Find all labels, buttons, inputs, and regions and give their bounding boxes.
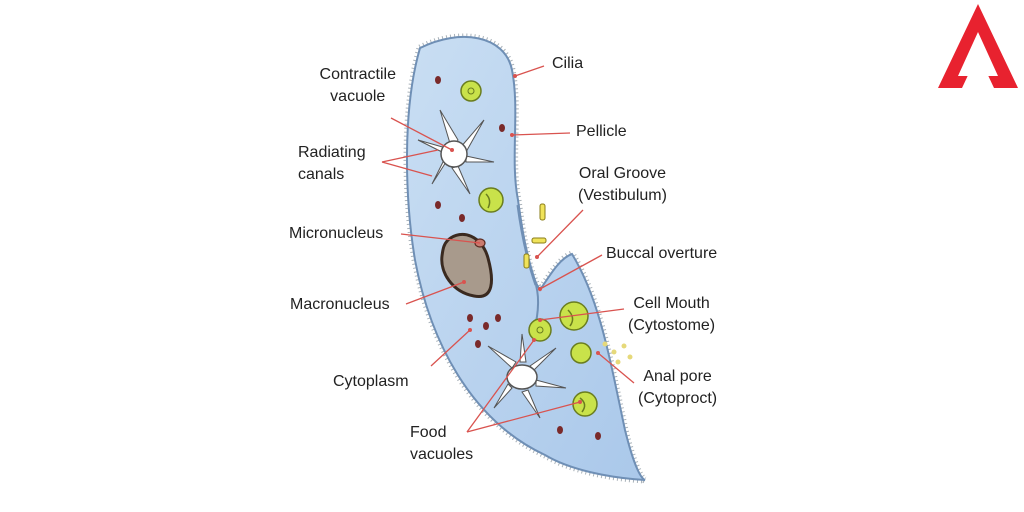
label-cilia: Cilia — [552, 55, 584, 72]
food-vacuole — [478, 187, 504, 213]
label-macronucleus: Macronucleus — [290, 296, 390, 313]
label-buccal-overture: Buccal overture — [606, 245, 718, 262]
leader-lines — [381, 65, 635, 433]
label-food-vacuoles-line1: Food — [410, 424, 447, 441]
label-anal-pore: Anal pore (Cytoproct) — [638, 366, 717, 410]
label-cell-mouth: Cell Mouth (Cytostome) — [628, 293, 715, 337]
label-pellicle: Pellicle — [576, 123, 627, 140]
food-vacuole — [460, 80, 482, 102]
label-cell-mouth-line2: (Cytostome) — [628, 317, 716, 334]
label-oral-groove: Oral Groove (Vestibulum) — [578, 163, 667, 207]
label-oral-groove-line1: Oral Groove — [578, 165, 667, 182]
label-oral-groove-line2: (Vestibulum) — [578, 187, 667, 204]
leader-dots — [450, 74, 600, 404]
food-particles — [523, 203, 547, 269]
contractile-vacuole-top — [417, 109, 495, 195]
label-anal-pore-line1: Anal pore — [643, 368, 712, 385]
label-contractile-vacuole-line2: vacuole — [330, 88, 386, 105]
cytoplasm-granules — [435, 76, 601, 440]
label-cell-mouth-line1: Cell Mouth — [633, 295, 710, 312]
food-vacuole — [570, 342, 592, 364]
cytoproct-particles — [602, 341, 633, 365]
label-food-vacuoles: Food vacuoles — [410, 422, 473, 466]
label-radiating-canals-line2: canals — [298, 166, 345, 183]
label-micronucleus: Micronucleus — [289, 225, 384, 242]
oral-groove — [516, 204, 538, 286]
label-cytoplasm: Cytoplasm — [333, 373, 409, 390]
food-vacuole — [572, 391, 598, 417]
label-contractile-vacuole: Contractile vacuole — [320, 64, 396, 108]
label-radiating-canals-line1: Radiating — [298, 144, 366, 161]
label-radiating-canals: Radiating canals — [298, 142, 366, 186]
food-vacuole — [528, 318, 552, 342]
brand-logo-icon — [938, 4, 1018, 88]
label-contractile-vacuole-line1: Contractile — [319, 66, 396, 83]
label-anal-pore-line2: (Cytoproct) — [638, 390, 718, 407]
contractile-vacuole-bottom — [487, 333, 567, 419]
label-food-vacuoles-line2: vacuoles — [410, 446, 474, 463]
